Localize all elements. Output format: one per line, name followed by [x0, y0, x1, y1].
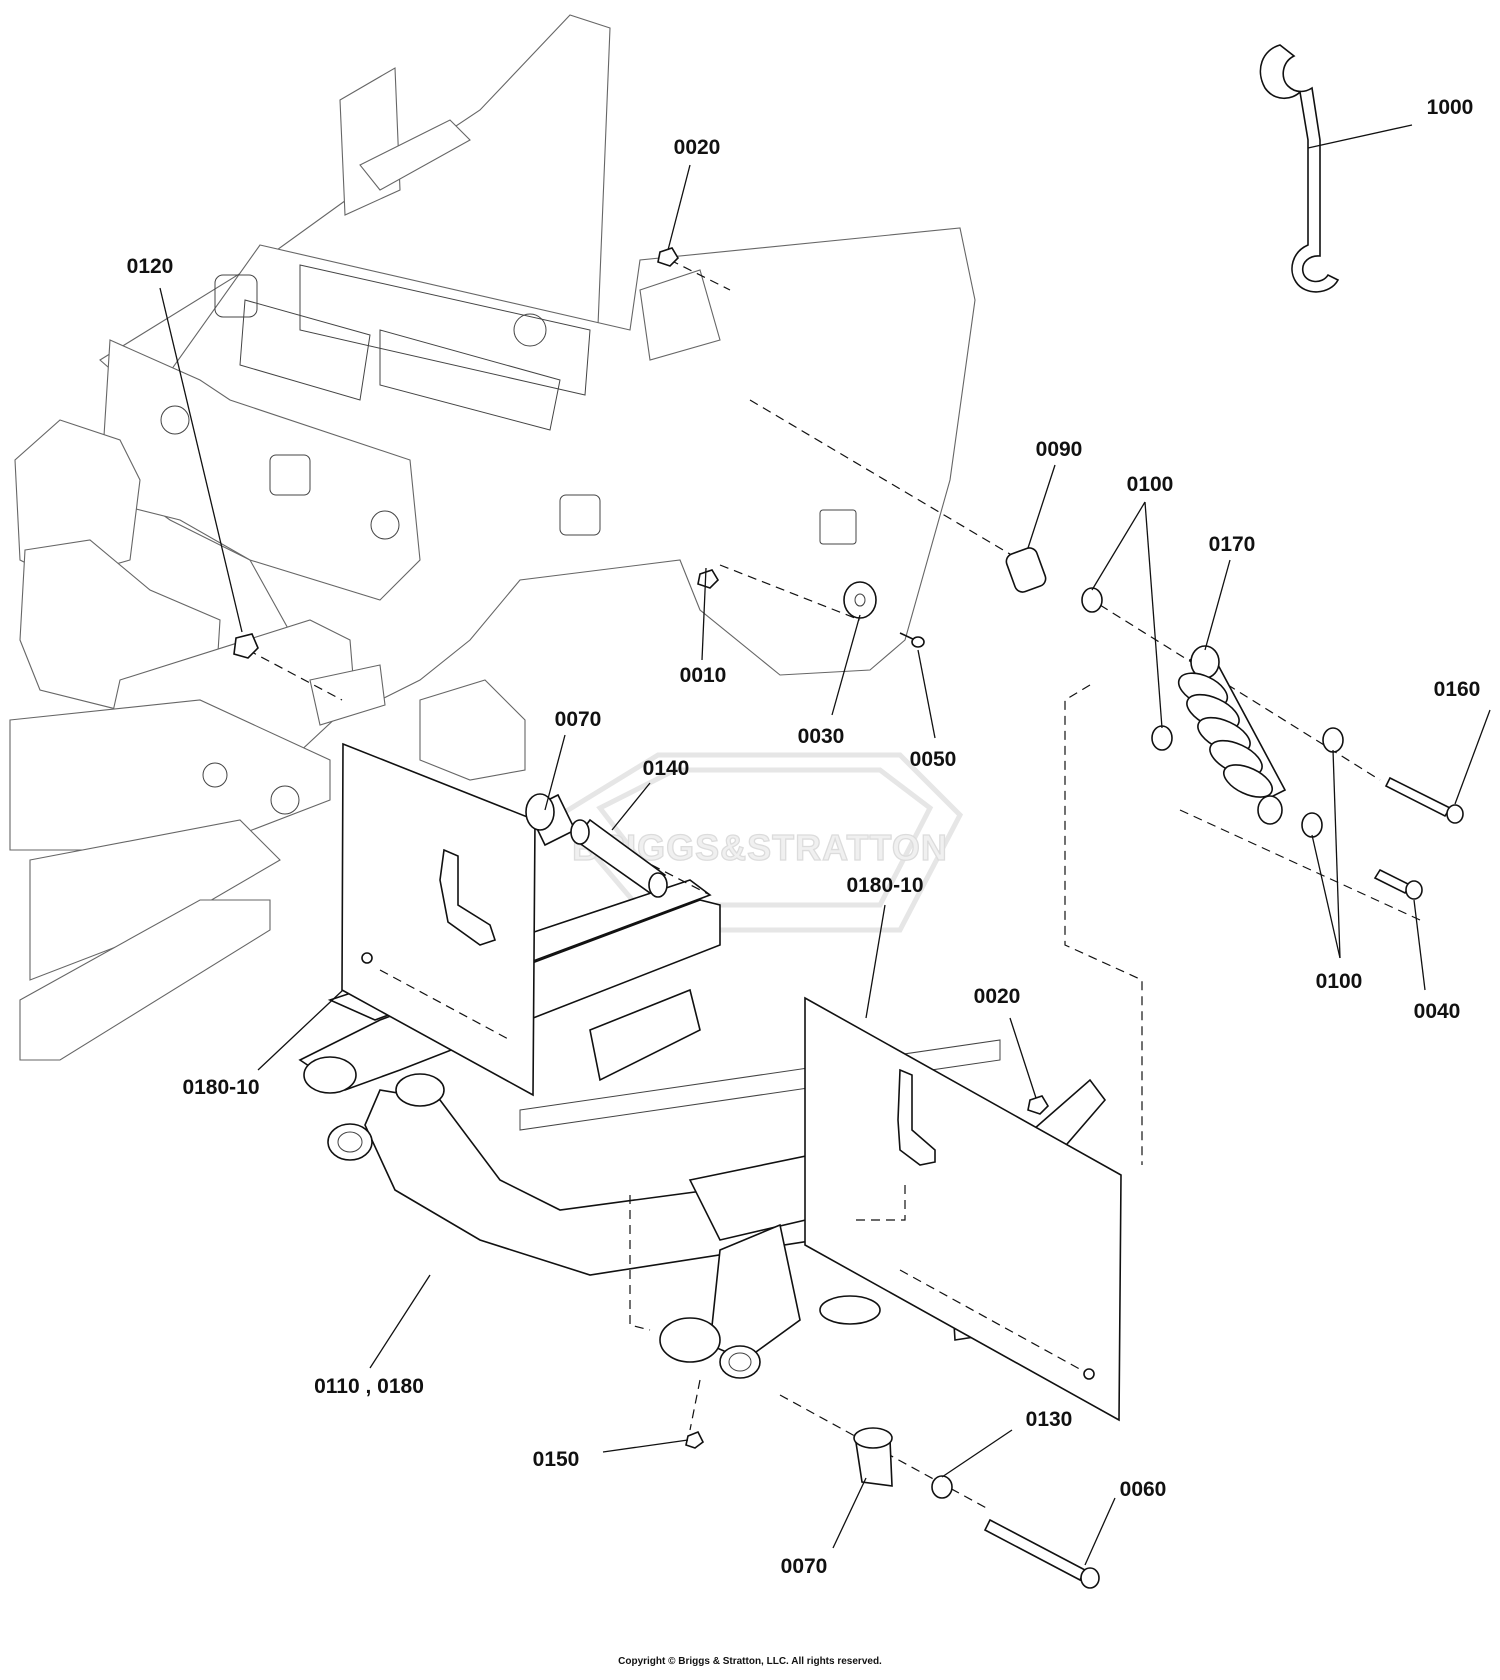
callout-0100-bottom: 0100 — [1316, 970, 1363, 993]
callout-0060: 0060 — [1120, 1478, 1167, 1501]
callout-0180-10-left: 0180-10 — [182, 1076, 259, 1099]
callout-0020-top: 0020 — [674, 136, 721, 159]
callout-0150: 0150 — [533, 1448, 580, 1471]
callout-0070-top: 0070 — [555, 708, 602, 731]
callout-0180-10-right: 0180-10 — [846, 874, 923, 897]
wrench-tool — [1259, 44, 1340, 293]
hardware-parts — [233, 44, 1464, 1589]
brand-watermark: BRIGGS&STRATTON — [556, 752, 964, 933]
callout-0130: 0130 — [1026, 1408, 1073, 1431]
callout-0170: 0170 — [1209, 533, 1256, 556]
decal-panel-left — [341, 742, 536, 1097]
decal-panel-right — [804, 996, 1122, 1422]
bushing-0070-bottom — [853, 1427, 893, 1487]
copyright-footer: Copyright © Briggs & Stratton, LLC. All … — [618, 1656, 882, 1667]
callout-0010: 0010 — [680, 664, 727, 687]
callout-0100-top: 0100 — [1127, 473, 1174, 496]
shock-absorber — [1177, 645, 1287, 825]
callout-0160: 0160 — [1434, 678, 1481, 701]
watermark-brand-text: BRIGGS&STRATTON — [572, 827, 948, 868]
callout-1000: 1000 — [1427, 96, 1474, 119]
callout-0110-0180: 0110 , 0180 — [314, 1375, 424, 1398]
tractor-main-frame — [9, 14, 976, 1061]
callout-0030: 0030 — [798, 725, 845, 748]
callout-0050: 0050 — [910, 748, 957, 771]
callout-0070-bottom: 0070 — [781, 1555, 828, 1578]
callout-0020-bottom: 0020 — [974, 985, 1021, 1008]
callout-0140: 0140 — [643, 757, 690, 780]
callout-0120: 0120 — [127, 255, 174, 278]
callout-0040: 0040 — [1414, 1000, 1461, 1023]
callout-labels: 1000 0020 0120 0090 0100 0170 0160 0010 … — [127, 96, 1481, 1578]
callout-leader-lines — [159, 124, 1491, 1566]
callout-0090: 0090 — [1036, 438, 1083, 461]
